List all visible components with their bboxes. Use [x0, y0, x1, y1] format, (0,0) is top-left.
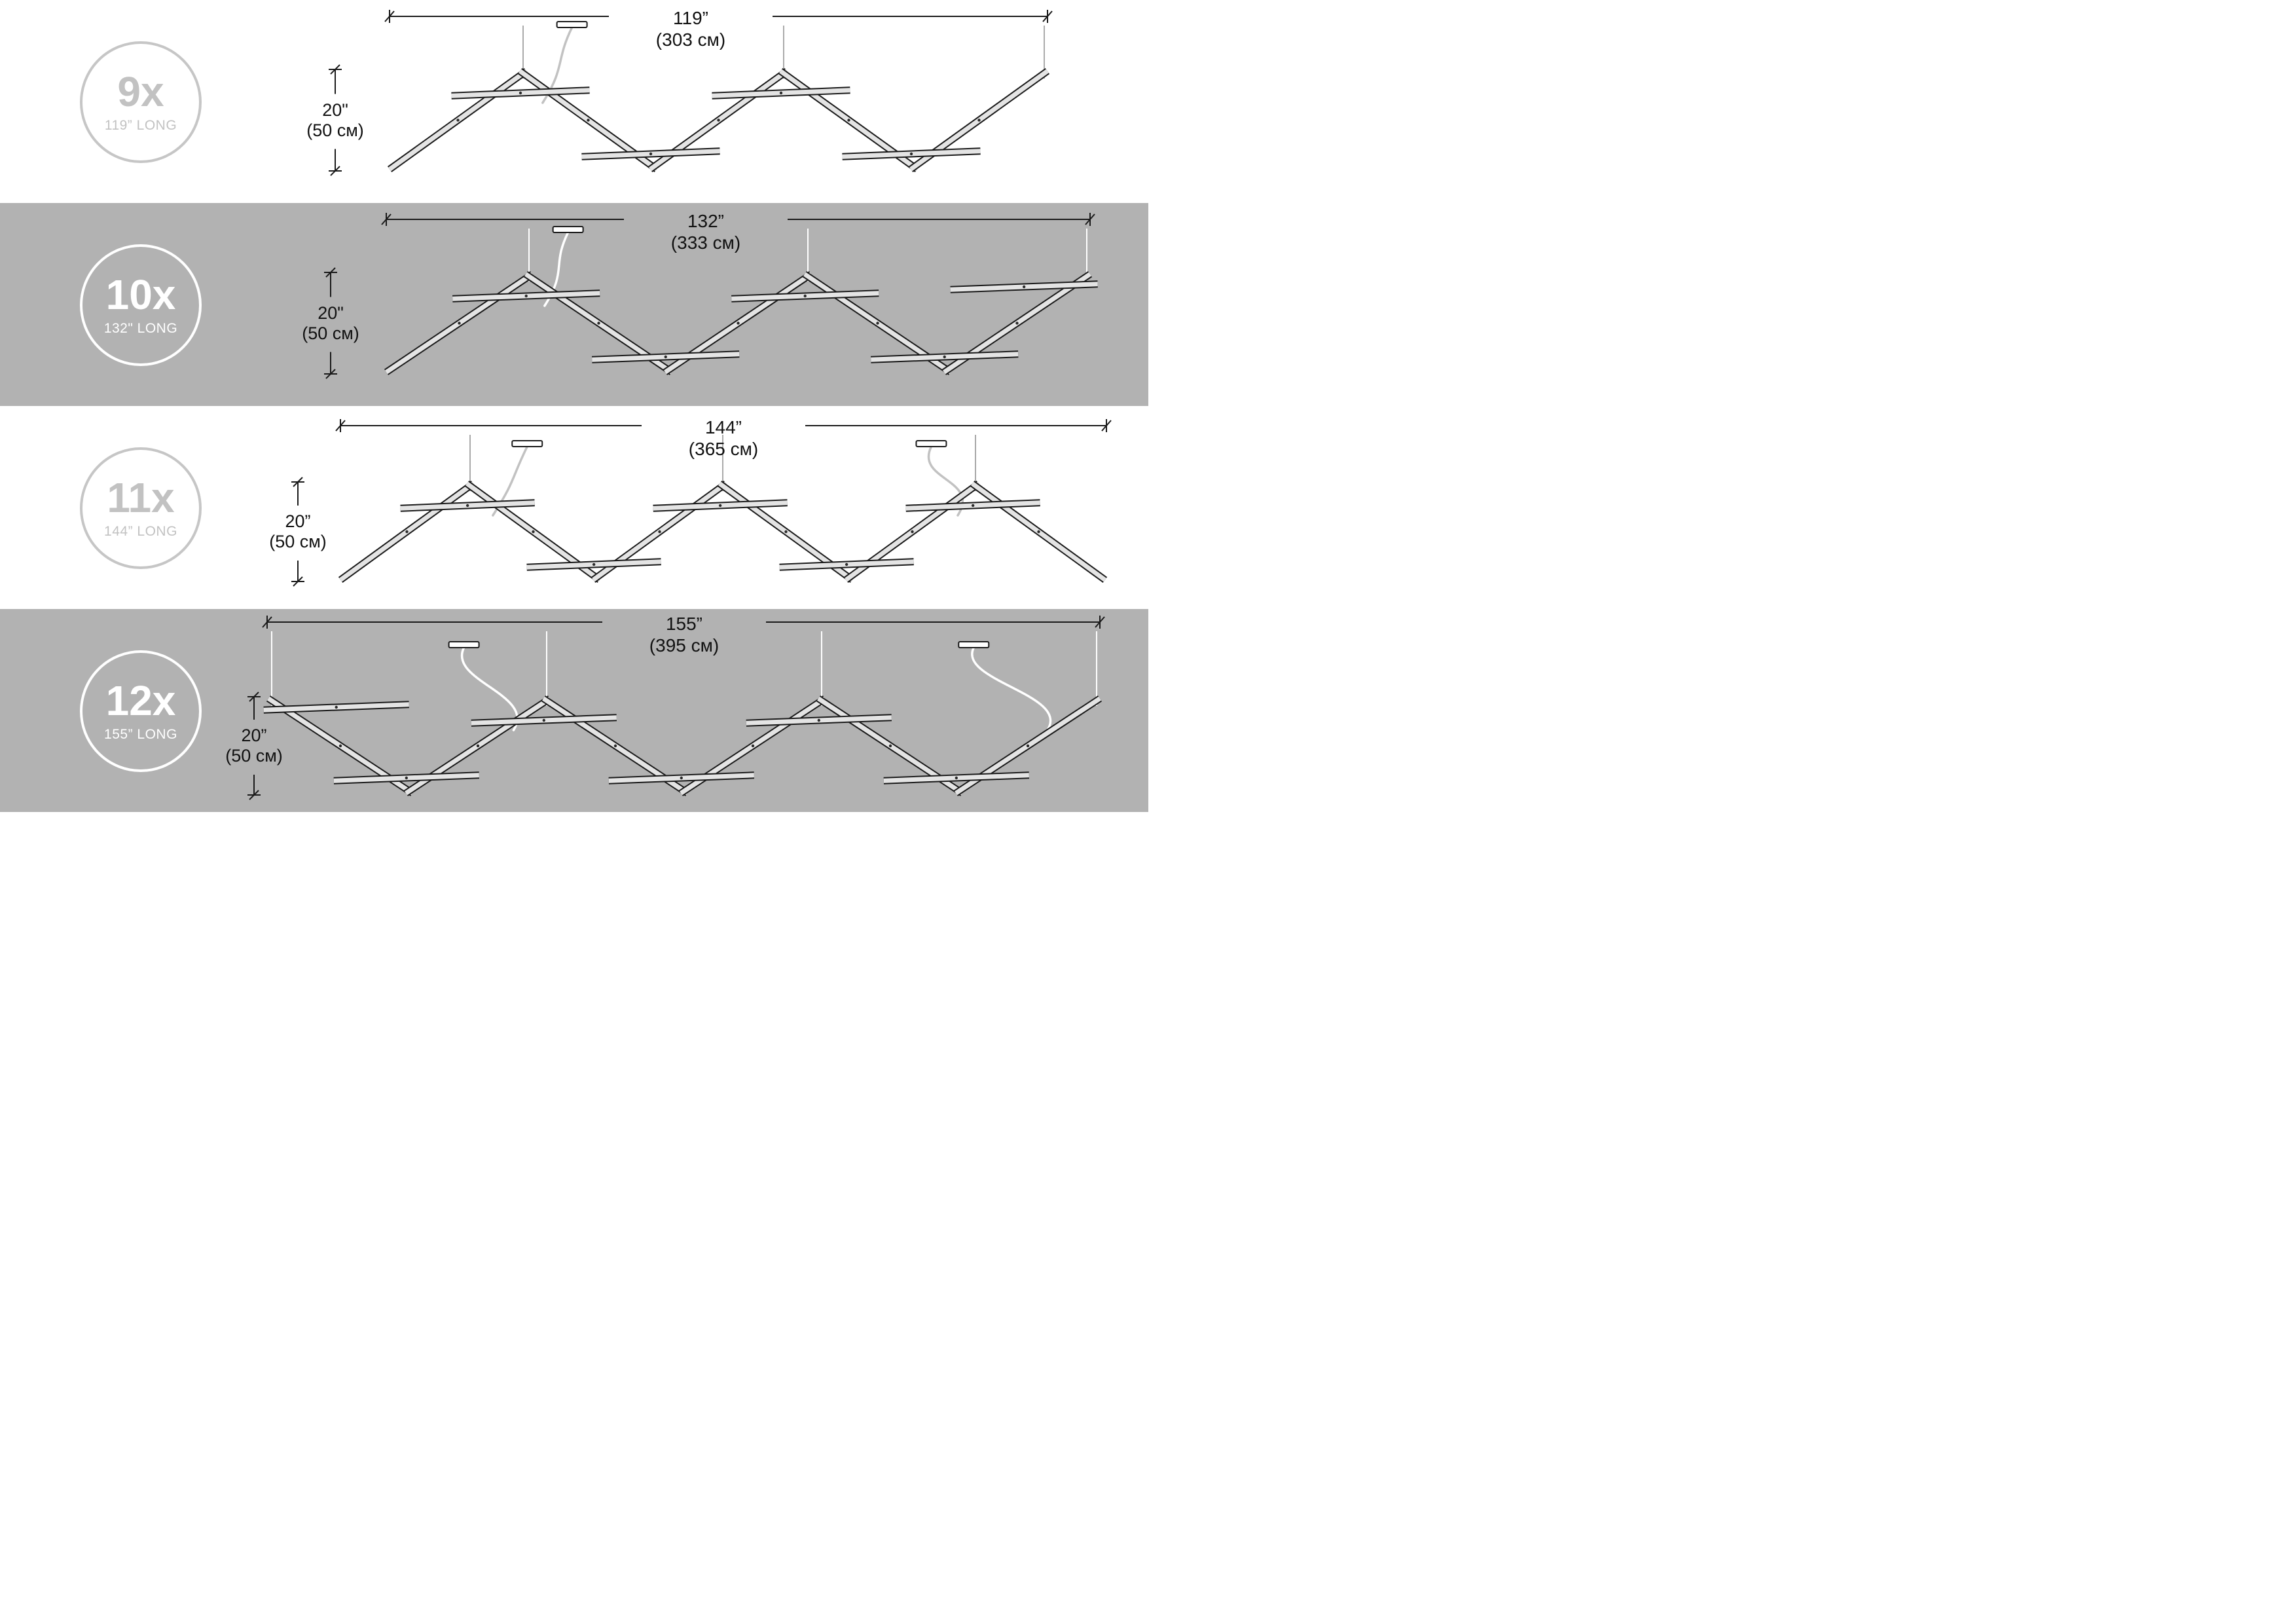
width-cm: (395 см)	[649, 635, 720, 655]
height-inches: 20”	[241, 726, 267, 745]
height-inches: 20"	[322, 100, 348, 120]
width-dimension-label: 155” (395 см)	[649, 613, 719, 656]
height-cm: (50 см)	[302, 323, 359, 343]
badge-count: 9x	[117, 68, 164, 115]
width-inches: 132”	[687, 211, 725, 231]
badge-length: 132" LONG	[103, 321, 178, 336]
badge-12x: 12x 155” LONG	[80, 650, 202, 772]
badge-10x: 10x 132" LONG	[80, 244, 202, 366]
badge-count: 10x	[105, 271, 176, 318]
height-dimension-label: 20” (50 см)	[269, 511, 327, 552]
badge-9x: 9x 119” LONG	[80, 41, 202, 163]
fixture-drawing-12x	[247, 616, 1105, 800]
badge-11x: 11x 144” LONG	[80, 447, 202, 569]
width-cm: (303 см)	[655, 29, 726, 50]
width-cm: (333 см)	[670, 232, 741, 253]
width-inches: 155”	[665, 614, 703, 634]
height-dimension-label: 20" (50 см)	[306, 100, 364, 141]
row-11x: 11x 144” LONG 144” (365 см) 20” (50 см)	[0, 406, 1148, 609]
fixture-drawing-10x	[324, 213, 1098, 379]
badge-length: 144” LONG	[104, 524, 177, 539]
height-inches: 20”	[285, 511, 311, 531]
width-dimension-label: 144” (365 см)	[689, 416, 758, 460]
width-cm: (365 см)	[688, 439, 759, 459]
height-cm: (50 см)	[269, 532, 327, 551]
fixture-size-diagram: 9x 119” LONG 119” (303 см) 20" (50 см) 1…	[0, 0, 1148, 812]
badge-length: 119” LONG	[104, 118, 177, 133]
width-inches: 119”	[673, 8, 708, 28]
height-inches: 20"	[318, 303, 344, 323]
badge-count: 11x	[107, 474, 175, 521]
height-cm: (50 см)	[306, 120, 364, 140]
badge-count: 12x	[105, 677, 176, 724]
row-12x: 12x 155” LONG 155” (395 см) 20” (50 см)	[0, 609, 1148, 812]
width-inches: 144”	[704, 417, 742, 437]
badge-length: 155” LONG	[104, 727, 177, 742]
width-dimension-label: 132” (333 см)	[671, 210, 740, 253]
row-10x: 10x 132" LONG 132” (333 см) 20" (50 см)	[0, 203, 1148, 406]
width-dimension-label: 119” (303 см)	[656, 7, 725, 50]
height-dimension-label: 20" (50 см)	[302, 303, 359, 344]
height-dimension-label: 20” (50 см)	[225, 726, 283, 766]
row-9x: 9x 119” LONG 119” (303 см) 20" (50 см)	[0, 0, 1148, 203]
fixture-drawing-11x	[291, 419, 1112, 587]
fixture-drawing-9x	[329, 10, 1053, 176]
height-cm: (50 см)	[225, 746, 283, 766]
